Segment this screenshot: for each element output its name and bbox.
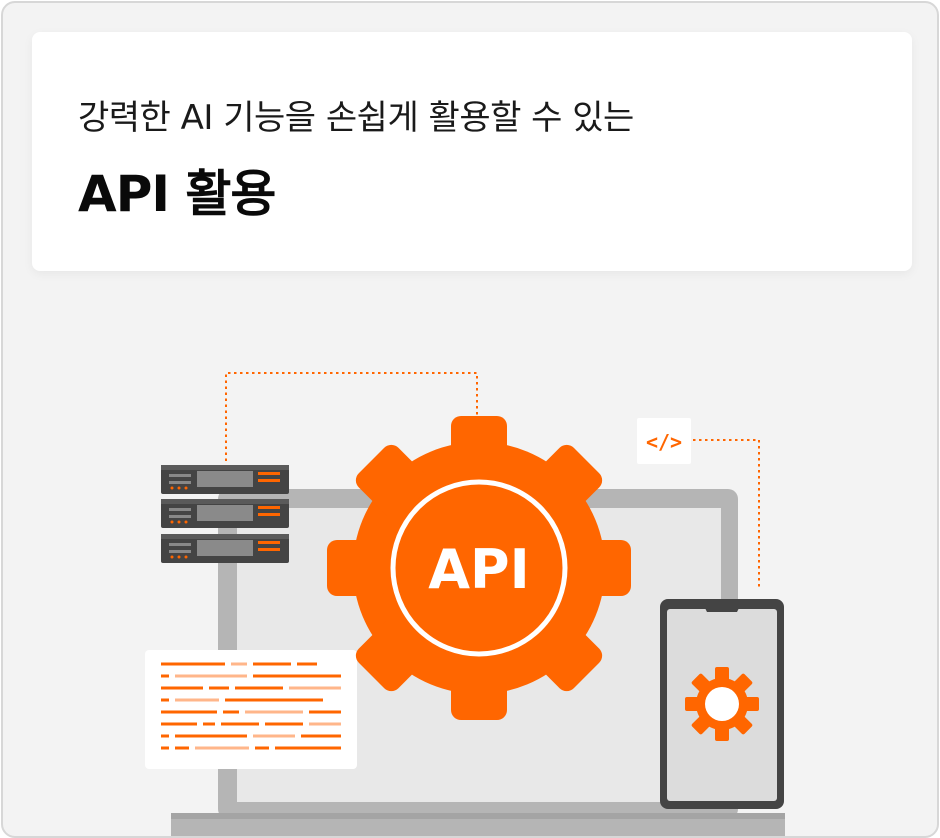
code-icon: </> — [637, 418, 691, 464]
gear-icon — [327, 416, 631, 720]
gear-api-label: API — [428, 538, 529, 601]
document-icon — [145, 650, 357, 769]
connector-lines — [225, 372, 760, 589]
header-title: API 활용 — [78, 165, 276, 223]
smartphone-icon — [660, 599, 784, 809]
header-banner: 강력한 AI 기능을 손쉽게 활용할 수 있는 API 활용 — [32, 32, 912, 271]
header-subtitle: 강력한 AI 기능을 손쉽게 활용할 수 있는 — [78, 98, 634, 138]
code-badge-label: </> — [646, 430, 682, 454]
api-illustration: API </> — [145, 372, 785, 836]
server-rack-icon — [161, 465, 289, 563]
